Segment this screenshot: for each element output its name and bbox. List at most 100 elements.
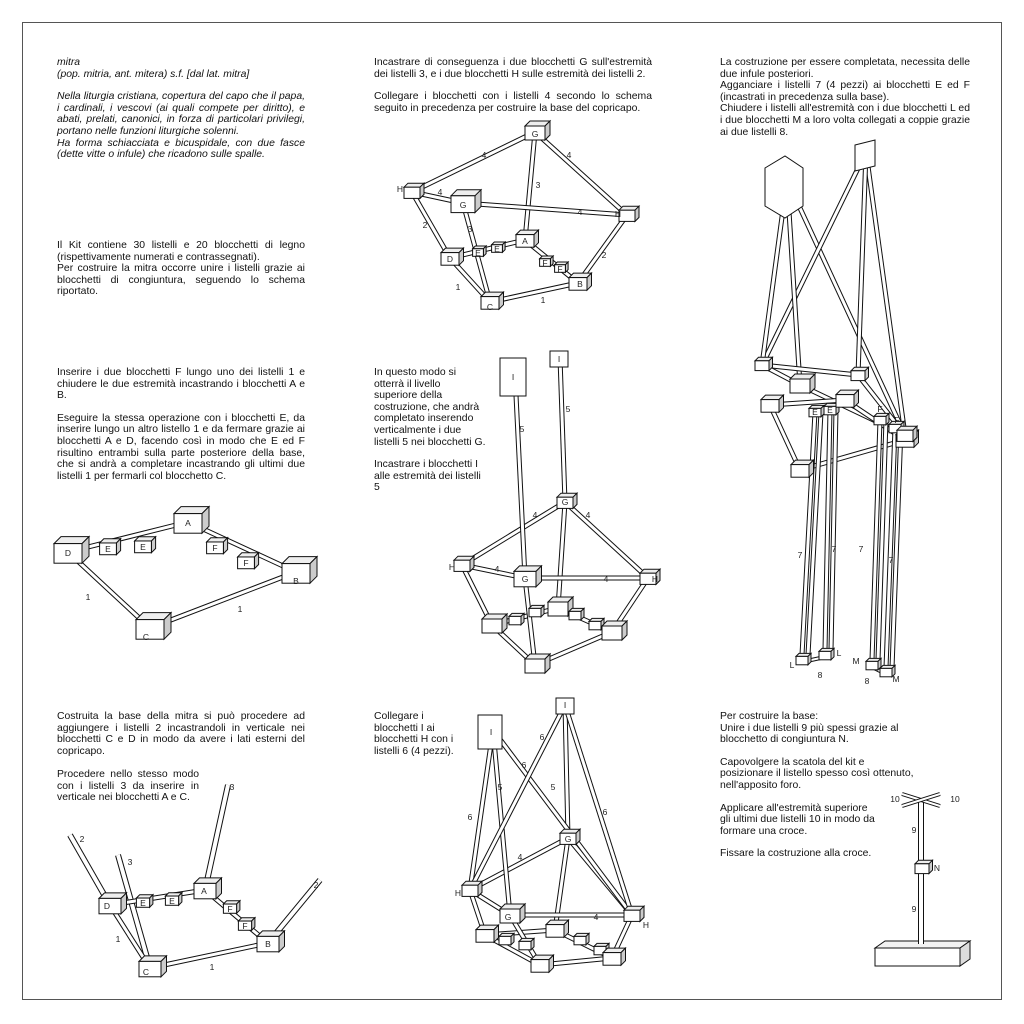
diagram-label: 1 <box>210 962 215 972</box>
diagram-label: 4 <box>533 510 538 520</box>
block-front <box>491 244 503 253</box>
diagram-label: E <box>140 542 146 552</box>
block-front <box>865 660 879 671</box>
diagram-label: G <box>505 912 512 922</box>
kit-contents: Il Kit contiene 30 listelli e 20 blocche… <box>57 240 305 263</box>
diagram-label: 5 <box>520 424 525 434</box>
block-front <box>760 399 780 413</box>
step-2-text: Costruita la base della mitra si può pro… <box>57 711 305 768</box>
diagram-label: I <box>564 700 566 710</box>
diagram-label: 7 <box>832 544 837 554</box>
block-front <box>53 543 83 564</box>
diagram-label: B <box>293 576 299 586</box>
diagram-label: H <box>643 920 649 930</box>
diagram-label: 1 <box>116 934 121 944</box>
step-1-text: Inserire i due blocchetti F lungo uno de… <box>57 367 305 493</box>
diagram-label: I <box>490 727 492 737</box>
listello-rod-fill <box>491 729 634 916</box>
diagram-label: B <box>577 279 583 289</box>
block-front <box>789 378 811 394</box>
block-front <box>602 952 622 966</box>
listello-rod-fill <box>469 836 569 892</box>
listello-rod-fill <box>901 793 941 807</box>
step-2b: Procedere nello stesso modo con i listel… <box>57 769 199 804</box>
diagram-label: 1 <box>238 604 243 614</box>
listello-rod-fill <box>563 500 650 580</box>
stand-text: Per costruire la base: Unire i due liste… <box>720 711 914 871</box>
diagram-label: 7 <box>889 555 894 565</box>
diagram-label: C <box>143 632 149 642</box>
diagram-label: 6 <box>522 760 527 770</box>
page-frame <box>22 22 1002 1000</box>
step-6-text: La costruzione per essere completata, ne… <box>720 57 970 138</box>
listello-rod-fill <box>760 151 868 366</box>
block-front <box>498 935 512 946</box>
step-6a: La costruzione per essere completata, ne… <box>720 57 970 80</box>
block-front <box>823 405 837 416</box>
diagram-label: D <box>104 901 110 911</box>
diagram-label: 4 <box>604 574 609 584</box>
block-front <box>914 863 930 875</box>
listello-rod-fill <box>203 784 230 891</box>
block-front <box>573 935 587 946</box>
listello-rod-fill <box>800 411 817 656</box>
diagram-label: M <box>852 656 859 666</box>
diagram-label: 7 <box>859 544 864 554</box>
diagram-label: G <box>532 129 539 139</box>
listello-rod-fill <box>68 834 112 906</box>
block-front <box>530 959 550 973</box>
listello-rod-fill <box>563 704 570 839</box>
block-I <box>549 350 569 368</box>
diagram-label: 4 <box>482 150 487 160</box>
diagram-label: 9 <box>912 825 917 835</box>
diagram-label: 5 <box>566 404 571 414</box>
diagram-label: L <box>837 648 842 658</box>
step-2b-text: Procedere nello stesso modo con i listel… <box>57 769 199 815</box>
step-3-text: Incastrare di conseguenza i due blocchet… <box>374 57 652 125</box>
step-5-text: Collegare i blocchetti I ai blocchetti H… <box>374 711 469 768</box>
block-I <box>764 155 804 219</box>
diagram-label: L <box>790 660 795 670</box>
listello-rod-fill <box>870 419 882 661</box>
diagram-label: 4 <box>586 510 591 520</box>
listello-rod-fill <box>806 411 823 656</box>
block-front <box>98 897 122 915</box>
diagram-label: G <box>460 200 467 210</box>
listello-rod-fill <box>489 281 579 304</box>
block-front <box>554 264 566 273</box>
listello-rod-fill <box>523 577 537 666</box>
listello-rod-fill <box>563 704 634 916</box>
listello-rod-fill <box>461 500 566 567</box>
intro-definition-text: Nella liturgia cristiana, copertura del … <box>57 91 305 137</box>
step-1b: Eseguire la stessa operazione con i bloc… <box>57 412 305 482</box>
block-front <box>138 960 162 978</box>
diagram-label: E <box>105 544 111 554</box>
diagram-label: 6 <box>540 732 545 742</box>
diagram-label: F <box>212 543 217 553</box>
step-3b: Collegare i blocchetti con i listelli 4 … <box>374 91 652 114</box>
stand-3: Capovolgere la scatola del kit e posizio… <box>720 756 914 791</box>
listello-rod-fill <box>411 130 536 194</box>
step-6c: Chiudere i listelli all'estremità con i … <box>720 103 970 138</box>
block-I <box>854 139 876 172</box>
listello-rod-fill <box>533 130 629 217</box>
diagram-label: H <box>455 888 461 898</box>
block-front <box>524 125 546 141</box>
block-front <box>164 895 180 906</box>
diagram-label: H <box>397 184 403 194</box>
diagram-label: 2 <box>423 220 428 230</box>
step-1a: Inserire i due blocchetti F lungo uno de… <box>57 367 305 402</box>
block-front <box>237 556 255 570</box>
block-front <box>453 559 471 572</box>
block-I <box>477 714 503 750</box>
diagram-label: 4 <box>578 207 583 217</box>
diagram-label: C <box>487 302 493 312</box>
listello-rod-fill <box>576 214 629 284</box>
listello-rod-fill <box>785 179 907 436</box>
listello-rod-fill <box>556 501 567 609</box>
listello-rod-fill <box>829 409 838 651</box>
listello-rod-fill <box>768 404 802 471</box>
diagram-label: G <box>522 574 529 584</box>
